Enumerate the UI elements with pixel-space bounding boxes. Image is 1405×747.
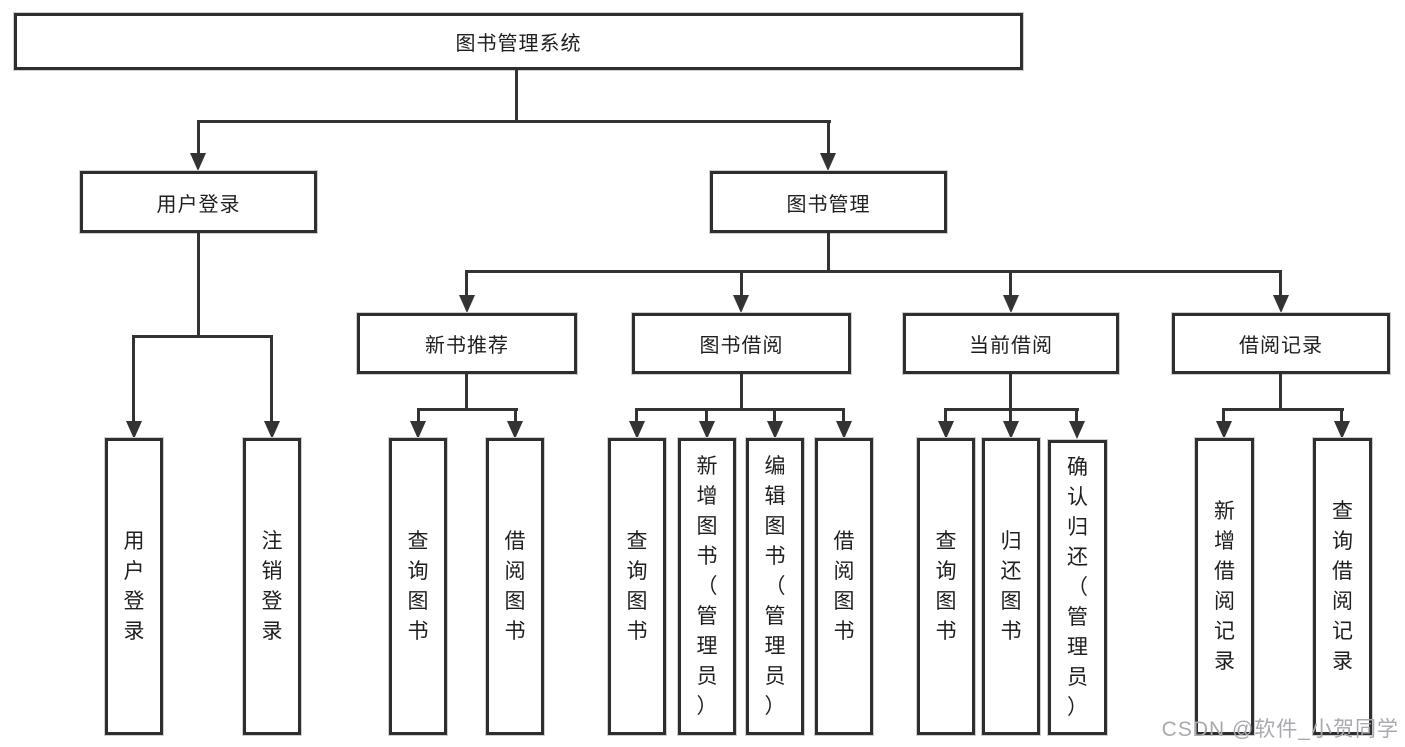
connector-line — [515, 70, 518, 122]
leaf-label: 查询借阅记录 — [1332, 499, 1353, 673]
connector-line — [1279, 270, 1282, 298]
connector-line — [1009, 270, 1012, 298]
connector-line — [842, 408, 845, 424]
connector-line — [1222, 408, 1225, 424]
connector-line — [132, 335, 135, 423]
leaf-label: 查询图书 — [935, 529, 957, 643]
connector-line — [827, 120, 830, 156]
arrow-down-icon — [938, 421, 954, 439]
connector-line — [635, 408, 638, 424]
leaf-label: 注销登录 — [261, 529, 283, 643]
leaf-query-borrow-record: 查询借阅记录 — [1313, 438, 1372, 735]
arrow-down-icon — [410, 421, 426, 439]
arrow-down-icon — [1069, 421, 1085, 439]
arrow-down-icon — [1003, 421, 1019, 439]
connector-line — [1340, 408, 1343, 424]
leaf-label: 查询图书 — [626, 529, 648, 643]
leaf-label: 新增借阅记录 — [1214, 499, 1235, 673]
arrow-down-icon — [459, 295, 475, 313]
arrow-down-icon — [733, 295, 749, 313]
connector-line — [197, 120, 200, 156]
leaf-label: 借阅图书 — [833, 529, 855, 643]
connector-line — [705, 408, 708, 424]
leaf-return-books: 归还图书 — [982, 438, 1040, 735]
connector-line — [465, 270, 1282, 273]
leaf-add-borrow-record: 新增借阅记录 — [1195, 438, 1254, 735]
connector-line — [635, 408, 845, 411]
arrow-down-icon — [629, 421, 645, 439]
node-current-borrowing: 当前借阅 — [903, 313, 1119, 374]
leaf-borrow-books-recommend: 借阅图书 — [486, 438, 544, 735]
connector-line — [740, 270, 743, 298]
connector-line — [1009, 408, 1012, 424]
node-borrowing-records: 借阅记录 — [1172, 313, 1390, 374]
connector-line — [773, 408, 776, 424]
node-user-login: 用户登录 — [80, 171, 317, 233]
leaf-label: 编辑图书（管理员） — [764, 454, 786, 718]
connector-line — [465, 270, 468, 298]
connector-line — [417, 408, 518, 411]
connector-line — [197, 233, 200, 337]
connector-line — [1075, 408, 1078, 424]
arrow-down-icon — [767, 421, 783, 439]
leaf-query-books-borrowing: 查询图书 — [608, 438, 666, 735]
connector-line — [740, 374, 743, 410]
leaf-edit-book-admin: 编辑图书（管理员） — [746, 438, 804, 735]
leaf-label: 归还图书 — [1000, 529, 1022, 643]
connector-line — [1222, 408, 1344, 411]
connector-line — [465, 374, 468, 410]
leaf-label: 用户登录 — [123, 529, 145, 643]
arrow-down-icon — [1334, 421, 1350, 439]
connector-line — [270, 335, 273, 423]
node-book-borrowing: 图书借阅 — [632, 313, 851, 374]
node-new-book-recommendation: 新书推荐 — [357, 313, 577, 374]
connector-line — [132, 335, 273, 338]
arrow-down-icon — [1273, 295, 1289, 313]
arrow-down-icon — [264, 421, 280, 439]
leaf-label: 确认归还（管理员） — [1067, 455, 1088, 719]
leaf-label: 借阅图书 — [504, 529, 526, 643]
node-library-management-system: 图书管理系统 — [14, 13, 1023, 70]
leaf-user-login: 用户登录 — [105, 438, 163, 735]
leaf-borrow-books: 借阅图书 — [815, 438, 873, 735]
leaf-label: 新增图书（管理员） — [696, 454, 718, 718]
leaf-logout: 注销登录 — [243, 438, 301, 735]
leaf-query-books-recommend: 查询图书 — [389, 438, 447, 735]
csdn-watermark: CSDN @软件_小贺同学 — [1161, 718, 1399, 741]
connector-line — [417, 408, 420, 424]
arrow-down-icon — [507, 421, 523, 439]
arrow-down-icon — [190, 153, 206, 171]
arrow-down-icon — [820, 153, 836, 171]
node-book-management: 图书管理 — [710, 171, 947, 233]
connector-line — [827, 233, 830, 272]
arrow-down-icon — [699, 421, 715, 439]
arrow-down-icon — [1216, 421, 1232, 439]
arrow-down-icon — [836, 421, 852, 439]
arrow-down-icon — [1003, 295, 1019, 313]
connector-line — [197, 120, 831, 123]
leaf-confirm-return-admin: 确认归还（管理员） — [1048, 440, 1107, 735]
connector-line — [1009, 374, 1012, 410]
leaf-label: 查询图书 — [407, 529, 429, 643]
connector-line — [1279, 374, 1282, 410]
connector-line — [944, 408, 947, 424]
connector-line — [514, 408, 517, 424]
leaf-add-book-admin: 新增图书（管理员） — [678, 438, 736, 735]
arrow-down-icon — [126, 421, 142, 439]
leaf-query-books-current: 查询图书 — [917, 438, 975, 735]
